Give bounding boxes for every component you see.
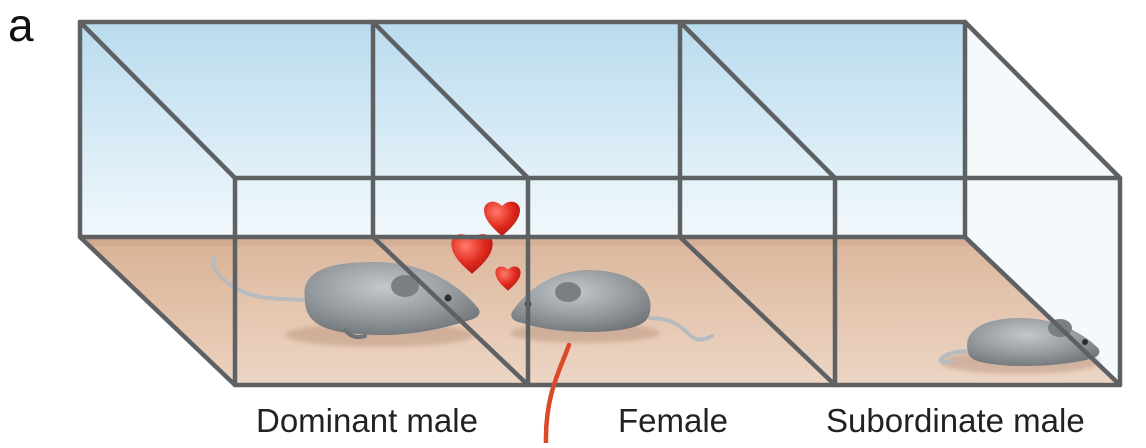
label-female: Female xyxy=(618,402,728,440)
panel-label: a xyxy=(8,0,34,52)
label-dominant-male: Dominant male xyxy=(256,402,478,440)
label-subordinate-male: Subordinate male xyxy=(826,402,1085,440)
